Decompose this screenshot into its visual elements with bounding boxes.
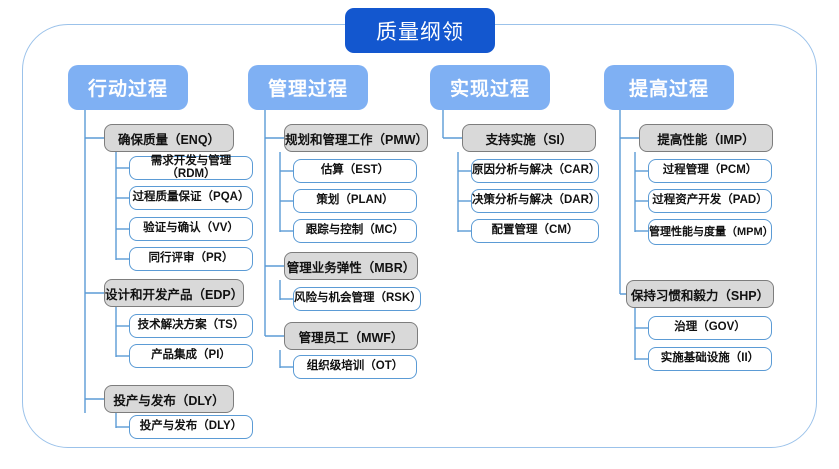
leaf-box-mc[interactable]: 跟踪与控制（MC） bbox=[293, 219, 417, 243]
column-header-management-process[interactable]: 管理过程 bbox=[248, 65, 368, 110]
leaf-box-rdm[interactable]: 需求开发与管理（RDM） bbox=[129, 155, 253, 180]
group-box-dly[interactable]: 投产与发布（DLY） bbox=[104, 385, 234, 413]
leaf-box-rsk[interactable]: 风险与机会管理（RSK） bbox=[293, 287, 422, 311]
leaf-box-car[interactable]: 原因分析与解决（CAR） bbox=[471, 159, 600, 183]
leaf-box-gov[interactable]: 治理（GOV） bbox=[648, 316, 772, 340]
leaf-box-dar[interactable]: 决策分析与解决（DAR） bbox=[471, 189, 600, 213]
column-header-improvement-process[interactable]: 提高过程 bbox=[604, 65, 734, 110]
group-box-enq[interactable]: 确保质量（ENQ） bbox=[104, 124, 234, 152]
leaf-box-pr[interactable]: 同行评审（PR） bbox=[129, 247, 253, 271]
group-box-pmw[interactable]: 规划和管理工作（PMW） bbox=[284, 124, 428, 152]
group-box-si[interactable]: 支持实施（SI） bbox=[462, 124, 596, 152]
column-header-implementation-process[interactable]: 实现过程 bbox=[430, 65, 550, 110]
leaf-box-ii[interactable]: 实施基础设施（II） bbox=[648, 347, 772, 371]
leaf-box-dly-child[interactable]: 投产与发布（DLY） bbox=[129, 415, 253, 439]
leaf-box-pqa[interactable]: 过程质量保证（PQA） bbox=[129, 186, 253, 210]
group-box-imp[interactable]: 提高性能（IMP） bbox=[639, 124, 773, 152]
column-header-action-process[interactable]: 行动过程 bbox=[68, 65, 188, 110]
leaf-box-pcm[interactable]: 过程管理（PCM） bbox=[648, 159, 772, 183]
leaf-box-pad[interactable]: 过程资产开发（PAD） bbox=[648, 189, 772, 213]
leaf-box-vv[interactable]: 验证与确认（VV） bbox=[129, 217, 253, 241]
leaf-box-ts[interactable]: 技术解决方案（TS） bbox=[129, 314, 253, 338]
leaf-box-plan[interactable]: 策划（PLAN） bbox=[293, 189, 417, 213]
group-box-shp[interactable]: 保持习惯和毅力（SHP） bbox=[626, 280, 774, 308]
diagram-title: 质量纲领 bbox=[345, 8, 495, 53]
leaf-box-mpm[interactable]: 管理性能与度量（MPM） bbox=[648, 219, 774, 245]
leaf-box-ot[interactable]: 组织级培训（OT） bbox=[293, 355, 417, 379]
leaf-box-est[interactable]: 估算（EST） bbox=[293, 159, 417, 183]
leaf-box-pi[interactable]: 产品集成（PI） bbox=[129, 344, 253, 368]
group-box-edp[interactable]: 设计和开发产品（EDP） bbox=[104, 279, 244, 307]
group-box-mbr[interactable]: 管理业务弹性（MBR） bbox=[284, 252, 418, 280]
group-box-mwf[interactable]: 管理员工（MWF） bbox=[284, 322, 418, 350]
leaf-box-cm[interactable]: 配置管理（CM） bbox=[471, 219, 599, 243]
